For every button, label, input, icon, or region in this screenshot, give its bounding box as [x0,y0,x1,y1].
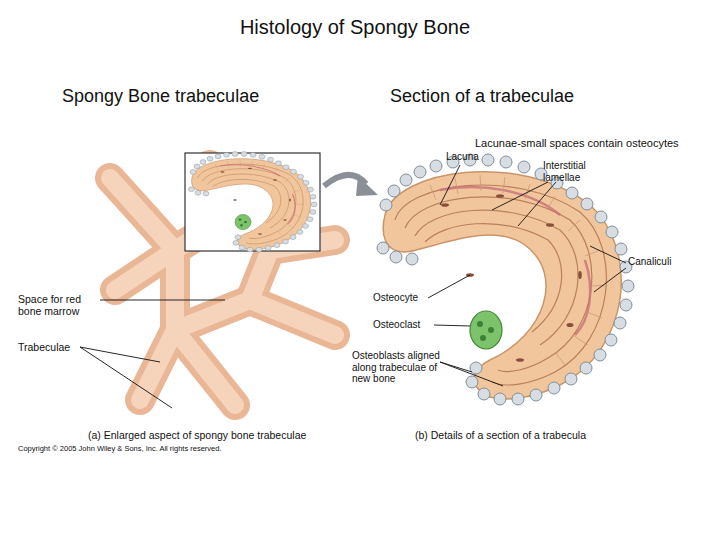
diagram-title: Histology of Spongy Bone [155,16,555,39]
part-label: Interstitial lamellae [543,160,607,183]
figure-caption: (a) Enlarged aspect of spongy bone trabe… [88,429,378,441]
part-label: Osteocyte [373,292,453,304]
part-label: Space for red bone marrow [18,293,103,317]
panel-heading: Section of a trabeculae [390,86,660,107]
part-label: Lacuna [446,151,506,163]
part-label: Canaliculi [628,256,708,268]
part-label: Osteoblasts aligned along trabeculae of … [352,350,452,385]
note-text: Lacunae-small spaces contain osteocytes [475,137,715,150]
copyright-note: Copyright © 2005 John Wiley & Sons, Inc.… [18,445,338,454]
part-label: Osteoclast [373,319,453,331]
figure-caption: (b) Details of a section of a trabecula [415,429,675,441]
panel-heading: Spongy Bone trabeculae [62,86,332,107]
part-label: Trabeculae [18,341,108,353]
